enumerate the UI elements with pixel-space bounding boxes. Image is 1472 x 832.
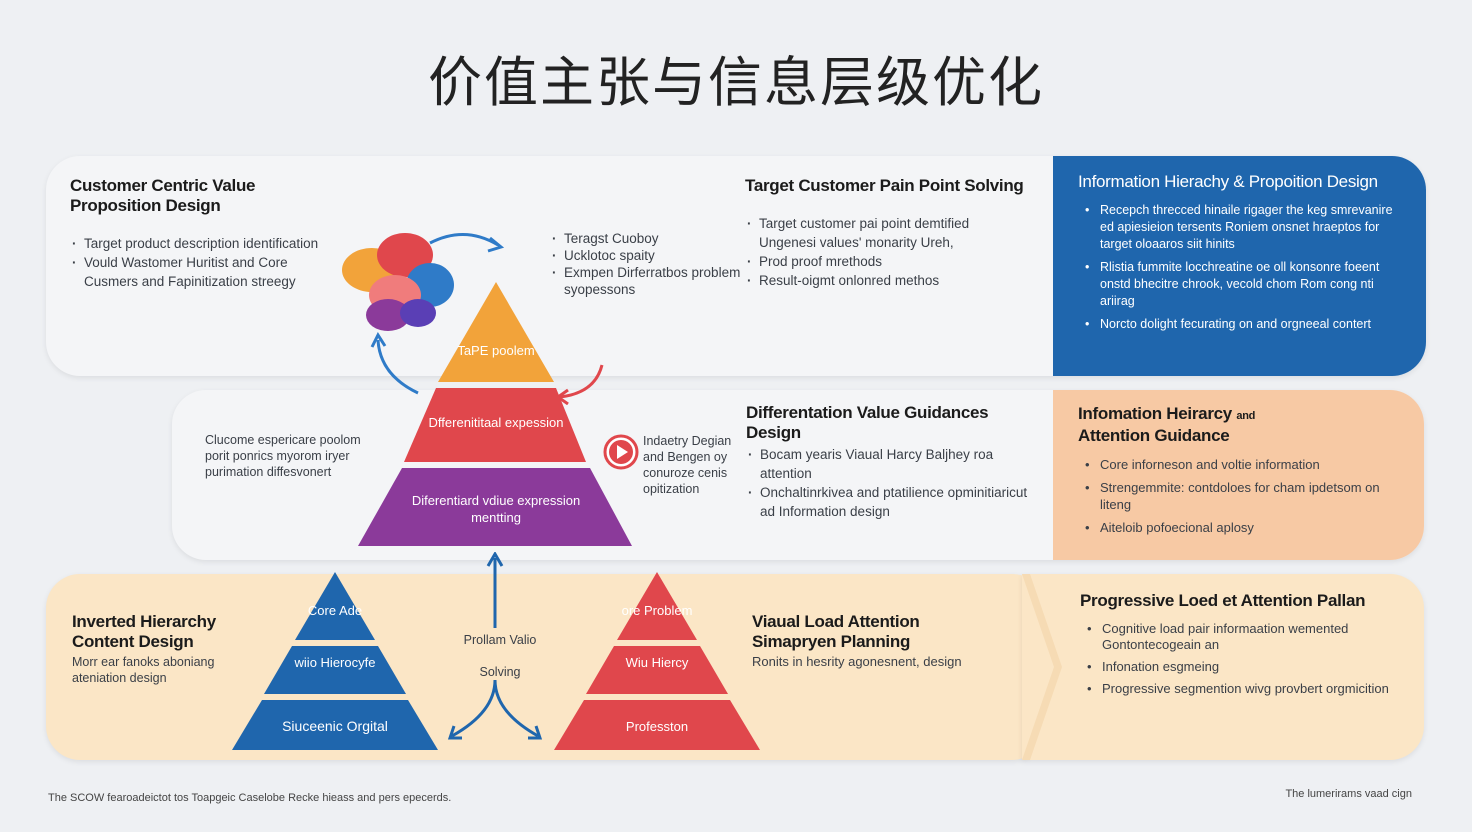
red-mid-tier: [586, 646, 728, 694]
blue-mid-label: wiio Hierocyfe: [294, 655, 376, 670]
list-item: Target customer pai point demtified Unge…: [747, 214, 1025, 252]
list-item: Bocam yearis Viaual Harcy Baljhey roa at…: [748, 445, 1036, 483]
list-item: Recepch threcced hinaile rigager the keg…: [1085, 202, 1398, 253]
play-icon[interactable]: [603, 434, 639, 470]
list-item: Infonation esgmeing: [1087, 659, 1400, 675]
red-top-label: ore Problem: [621, 603, 693, 618]
footer-left: The SCOW fearoadeictot tos Toapgeic Case…: [48, 792, 452, 804]
list-item: Teragst Cuoboy: [552, 230, 744, 247]
center-label-problem: Prollam Valio: [463, 633, 537, 647]
red-pyramid: [554, 572, 760, 750]
list-item: Result-oigmt onlonred methos: [747, 271, 1025, 290]
progressive-load-heading: Progressive Loed et Attention Pallan: [1080, 591, 1366, 610]
list-item: Core inforneson and voltie information: [1085, 456, 1398, 473]
info-hierarchy-list: Recepch threcced hinaile rigager the keg…: [1078, 202, 1398, 333]
heading-line2: Attention Guidance: [1078, 426, 1230, 445]
colorful-blob-icon: [342, 233, 454, 331]
red-base-label: Professton: [625, 719, 689, 734]
progressive-load-list: Cognitive load pair informaation wemente…: [1080, 621, 1400, 697]
pyramid-top-tier: [438, 282, 554, 382]
visual-load-text: Ronits in hesrity agonesnent, design: [752, 654, 962, 669]
red-top-tier: [617, 572, 697, 640]
blue-mid-tier: [264, 646, 406, 694]
list-item: Progressive segmention wivg provbert org…: [1087, 681, 1400, 697]
main-pyramid: [358, 282, 632, 546]
list-item: Cognitive load pair informaation wemente…: [1087, 621, 1400, 653]
blue-base-tier: [232, 700, 438, 750]
info-hierarchy-block: Information Hierachy & Propoition Design…: [1078, 172, 1398, 339]
pain-points-list: Teragst Cuoboy Ucklotoc spaity Exmpen Di…: [550, 230, 744, 298]
differentiation-heading: Differentation Value Guidances Design: [746, 403, 989, 442]
heading-main: Infomation Heirarcy: [1078, 404, 1232, 423]
list-item: Prod proof mrethods: [747, 252, 1025, 271]
pyramid-mid-tier: [404, 388, 586, 462]
target-pain-list: Target customer pai point demtified Unge…: [745, 214, 1025, 290]
progressive-load-block: Progressive Loed et Attention Pallan Cog…: [1080, 591, 1400, 703]
list-item: Vould Wastomer Huritist and Core Cusmers…: [72, 253, 330, 291]
differentiation-block: Differentation Value Guidances Design Bo…: [746, 403, 1036, 521]
info-hierarchy-heading: Information Hierachy & Propoition Design: [1078, 172, 1378, 191]
differentiation-list: Bocam yearis Viaual Harcy Baljhey roa at…: [746, 445, 1036, 521]
customer-centric-block: Customer Centric Value Proposition Desig…: [70, 176, 330, 291]
inverted-hierarchy-block: Inverted Hierarchy Content Design Morr e…: [72, 612, 262, 686]
customer-centric-list: Target product description identificatio…: [70, 234, 330, 291]
row2-left-text: Clucome espericare poolom porit ponrics …: [205, 433, 361, 479]
chevron-divider-icon: [1022, 574, 1062, 760]
pyramid-top-label: TaPE poolem: [457, 343, 535, 358]
list-item: Strengemmite: contdoloes for cham ipdets…: [1085, 479, 1398, 513]
visual-load-heading: Viaual Load Attention Simapryen Planning: [752, 612, 920, 651]
footer-right: The lumerirams vaad cign: [1285, 788, 1412, 800]
pyramid-base-tier: [358, 468, 632, 546]
list-item: Target product description identificatio…: [72, 234, 330, 253]
blue-base-label: Siuceenic Orgital: [282, 718, 388, 734]
list-item: Exmpen Dirferratbos problem syopessons: [552, 264, 744, 298]
visual-load-block: Viaual Load Attention Simapryen Planning…: [752, 612, 982, 670]
target-pain-heading: Target Customer Pain Point Solving: [745, 176, 1024, 195]
red-base-tier: [554, 700, 760, 750]
pyramid-base-label: Diferentiard vdiue expression mentting: [411, 493, 581, 525]
heading-small: and: [1236, 410, 1256, 422]
list-item: Norcto dolight fecurating on and orgneea…: [1085, 316, 1398, 333]
center-label-solving: Solving: [479, 665, 521, 679]
list-item: Onchaltinrkivea and ptatilience opminiti…: [748, 483, 1036, 521]
row2-side-text: Indaetry Degian and Bengen oy conuroze c…: [643, 434, 732, 496]
red-mid-label: Wiu Hiercy: [625, 655, 689, 670]
attention-guidance-list: Core inforneson and voltie information S…: [1078, 456, 1398, 536]
list-item: Ucklotoc spaity: [552, 247, 744, 264]
list-item: Aiteloib pofoecional aplosy: [1085, 519, 1398, 536]
pyramid-mid-label: Dfferenititaal expession: [428, 415, 564, 430]
row3-band: [46, 574, 1046, 760]
inverted-hierarchy-text: Morr ear fanoks aboniang ateniation desi…: [72, 655, 215, 685]
customer-centric-heading: Customer Centric Value Proposition Desig…: [70, 176, 256, 215]
target-pain-block: Target Customer Pain Point Solving Targe…: [745, 176, 1025, 290]
inverted-hierarchy-heading: Inverted Hierarchy Content Design: [72, 612, 216, 651]
blue-top-label: Core Ade: [307, 603, 363, 618]
blue-top-tier: [295, 572, 375, 640]
list-item: Rlistia fummite locchreatine oe oll kons…: [1085, 259, 1398, 310]
branch-arrows-icon: [447, 552, 543, 740]
blue-pyramid: [232, 572, 438, 750]
page-title: 价值主张与信息层级优化: [428, 51, 1044, 114]
